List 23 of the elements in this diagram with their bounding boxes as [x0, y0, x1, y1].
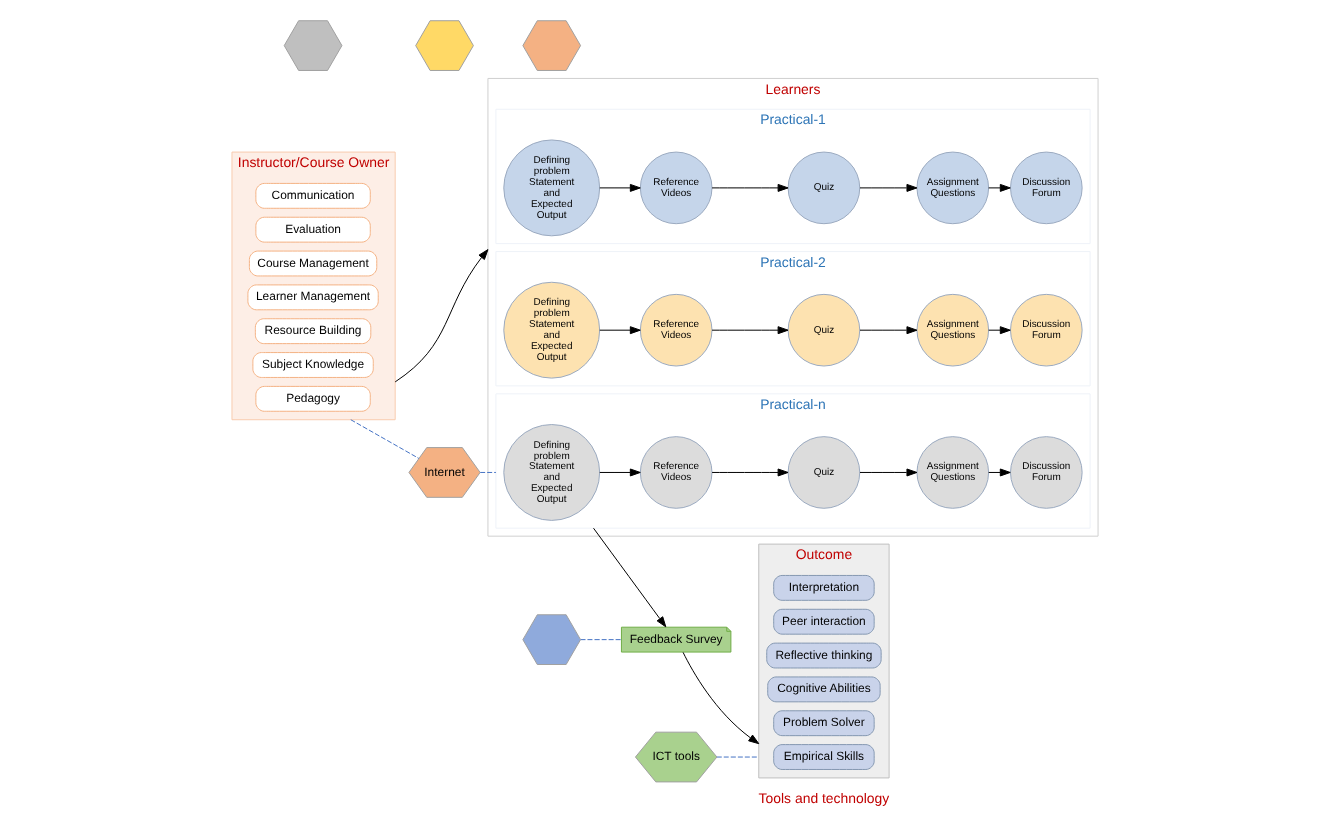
node-hexagon: [521, 20, 581, 71]
node-hexagon: [521, 614, 581, 665]
arrow: [987, 468, 1010, 477]
arrow: [393, 249, 488, 383]
node-hexagon: [414, 20, 473, 71]
arrow: [987, 326, 1010, 335]
arrow: [681, 651, 759, 745]
arrow: [598, 183, 640, 192]
arrow: [592, 527, 666, 628]
arrow: [987, 183, 1010, 192]
arrow: [858, 326, 917, 335]
arrow: [858, 183, 917, 192]
connector: [715, 756, 759, 758]
arrow: [598, 326, 640, 335]
connector: [579, 639, 621, 641]
arrow: [710, 183, 788, 192]
arrow: [710, 326, 788, 335]
arrow: [858, 468, 917, 477]
connector: [478, 471, 496, 473]
node-hexagon: [282, 20, 342, 71]
arrow: [598, 468, 640, 477]
connector: [349, 419, 419, 459]
arrow: [710, 468, 788, 477]
